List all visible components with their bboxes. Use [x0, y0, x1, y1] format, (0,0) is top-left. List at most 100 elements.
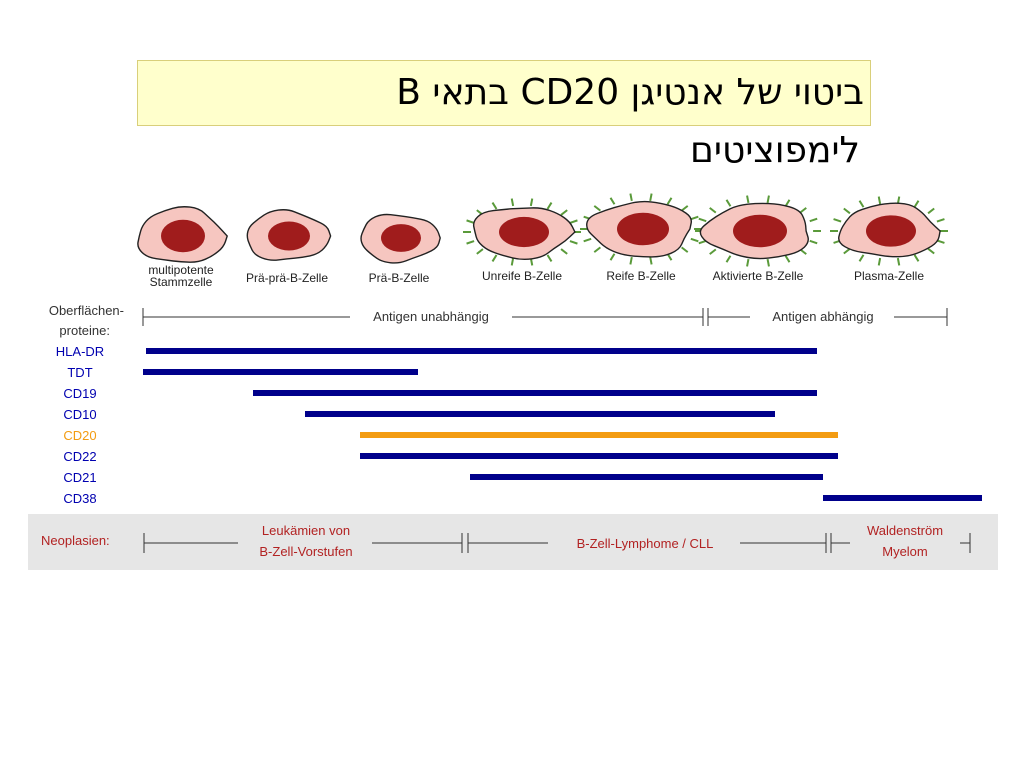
marker-bar	[253, 390, 817, 396]
receptor	[913, 200, 920, 208]
neoplasia-leukemia-line-1: Leukämien von	[262, 523, 350, 538]
cell-7: Plasma-Zelle	[830, 196, 948, 283]
marker-row-hladr: HLA-DR	[56, 344, 817, 359]
receptor	[569, 240, 578, 245]
marker-label: CD19	[63, 386, 96, 401]
receptor	[666, 197, 673, 205]
receptor	[491, 202, 498, 210]
marker-row-cd10: CD10	[63, 407, 775, 422]
receptor	[725, 255, 732, 263]
cell-3: Prä-B-Zelle	[360, 213, 441, 285]
marker-label: CD20	[63, 428, 96, 443]
cell-nucleus	[161, 219, 205, 253]
cell-label: Aktivierte B-Zelle	[713, 269, 804, 283]
marker-label: CD10	[63, 407, 96, 422]
neoplasia-leukemia-line-2: B-Zell-Vorstufen	[259, 544, 352, 559]
receptor	[843, 207, 851, 215]
marker-row-cd22: CD22	[63, 449, 838, 464]
marker-bar	[360, 453, 838, 459]
receptor	[766, 195, 770, 204]
receptor	[913, 254, 920, 262]
marker-bar	[823, 495, 982, 501]
receptor	[709, 207, 717, 214]
receptor	[725, 199, 732, 207]
marker-bar	[470, 474, 823, 480]
receptor	[896, 257, 901, 266]
receptor	[698, 217, 707, 223]
receptor	[609, 197, 616, 205]
receptor	[833, 218, 842, 223]
receptor	[784, 199, 791, 207]
antigen-dependent-label: Antigen abhängig	[772, 309, 873, 324]
title-box	[137, 60, 871, 126]
marker-bar	[146, 348, 817, 354]
title-line-1: ביטוי של אנטיגן CD20 בתאי B	[396, 72, 864, 113]
receptor	[593, 246, 601, 253]
cell-nucleus	[617, 212, 669, 246]
cell-nucleus	[866, 215, 916, 247]
marker-row-tdt: TDT	[67, 365, 418, 380]
receptor	[593, 205, 601, 212]
receptor	[746, 258, 750, 267]
marker-label: HLA-DR	[56, 344, 104, 359]
receptor	[858, 200, 865, 208]
receptor	[927, 207, 935, 215]
receptor	[809, 217, 818, 223]
neoplasia-waldenstrom-label: Waldenström	[867, 523, 943, 538]
receptor	[560, 248, 568, 255]
receptor	[681, 246, 689, 253]
receptor	[466, 240, 475, 245]
receptor	[546, 202, 553, 210]
cell-nucleus	[268, 221, 310, 251]
cell-4: Unreife B-Zelle	[463, 198, 581, 283]
receptor	[784, 255, 791, 263]
marker-label: CD21	[63, 470, 96, 485]
receptor	[569, 219, 578, 224]
receptor	[936, 218, 945, 223]
receptor	[690, 237, 699, 243]
neoplasia-myeloma-label: Myelom	[882, 544, 928, 559]
receptor	[649, 193, 653, 202]
receptor	[649, 256, 653, 265]
receptor	[766, 258, 770, 267]
title-line-2: לימפוציטים	[690, 130, 860, 171]
receptor	[709, 248, 717, 255]
antigen-axis	[142, 308, 948, 326]
marker-bar	[305, 411, 775, 417]
receptor	[843, 247, 851, 255]
cell-label: Reife B-Zelle	[606, 269, 676, 283]
receptor	[629, 193, 633, 202]
neoplasia-band	[28, 514, 998, 570]
marker-bar	[143, 369, 418, 375]
marker-row-cd19: CD19	[63, 386, 817, 401]
surface-heading-line-2: proteine:	[59, 323, 110, 338]
receptor	[858, 254, 865, 262]
cell-label: Prä-B-Zelle	[369, 271, 430, 285]
cell-label: Prä-prä-B-Zelle	[246, 271, 328, 285]
receptor	[927, 247, 935, 255]
antigen-independent-label: Antigen unabhängig	[373, 309, 489, 324]
cell-7-receptors	[830, 196, 948, 266]
receptor	[510, 198, 515, 207]
cell-label: Stammzelle	[150, 275, 213, 289]
marker-label: CD22	[63, 449, 96, 464]
marker-bar	[360, 432, 838, 438]
cell-nucleus	[381, 224, 421, 252]
receptor	[529, 198, 534, 207]
receptor	[609, 253, 616, 261]
receptor	[809, 239, 818, 245]
receptor	[629, 256, 633, 265]
receptor	[936, 239, 945, 244]
receptor	[746, 195, 750, 204]
cell-label: multipotente	[148, 263, 214, 277]
surface-heading-line-1: Oberflächen-	[49, 303, 124, 318]
receptor	[681, 205, 689, 212]
marker-row-cd20: CD20	[63, 428, 838, 443]
marker-label: CD38	[63, 491, 96, 506]
cell-4-receptors	[463, 198, 581, 266]
cell-2: Prä-prä-B-Zelle	[246, 209, 332, 285]
